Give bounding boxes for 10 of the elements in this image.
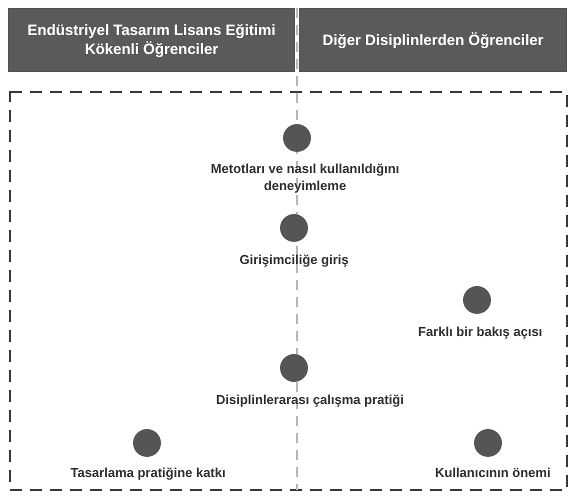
point-label: Disiplinlerarası çalışma pratiği <box>216 391 404 408</box>
point-label: Tasarlama pratiğine katkı <box>70 464 226 481</box>
point-label: Farklı bir bakış açısı <box>418 323 542 340</box>
point-label: Kullanıcının önemi <box>435 464 551 481</box>
point-label: Metotları ve nasıl kullanıldığını deneyimleme <box>210 160 400 194</box>
header-cell <box>8 8 295 72</box>
column-heading: Diğer Disiplinlerden Öğrenciler <box>322 30 544 50</box>
header-cell <box>299 8 567 72</box>
column-heading: Endüstriyel Tasarım Lisans Eğitimi Kökenli Öğrenciler <box>26 21 277 59</box>
point-label: Girişimciliğe giriş <box>240 251 349 268</box>
